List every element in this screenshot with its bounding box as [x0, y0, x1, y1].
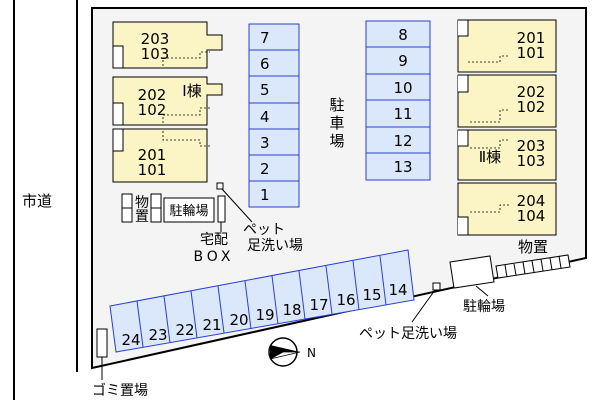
parking-space-5: 5	[260, 81, 270, 99]
b1-unit-3-top: 201	[138, 146, 167, 164]
svg-text:車: 車	[329, 114, 344, 132]
parking-space-6: 6	[260, 55, 270, 73]
parking-space-10: 10	[393, 79, 412, 97]
road-label: 市道	[22, 192, 53, 210]
parking-row-bottom: 24 23 22 21 20 19 18 17 16 15 14	[109, 249, 415, 353]
building-2-unit-1: 201 101	[457, 19, 557, 73]
parking-space-1: 1	[260, 186, 270, 204]
svg-text:宅配: 宅配	[200, 232, 228, 248]
b2-unit-2-top: 202	[517, 83, 546, 101]
building-2-unit-4: 204 104	[457, 182, 557, 236]
parking-space-15: 15	[362, 286, 381, 304]
parking-space-19: 19	[255, 306, 274, 324]
b1-unit-1-top: 203	[141, 30, 170, 48]
svg-text:場: 場	[329, 132, 344, 150]
building-1-unit-2: 202 102 Ⅰ棟	[112, 76, 223, 126]
storage-left: 物 置	[121, 193, 162, 225]
b2-unit-4-top: 204	[517, 192, 546, 210]
b1-unit-2-bottom: 102	[138, 101, 167, 119]
parking-space-18: 18	[282, 301, 301, 319]
building-2-unit-3: Ⅱ棟 203 103	[457, 129, 557, 181]
compass-label: N	[307, 346, 316, 360]
pet-wash-top: ペット 足洗い場	[216, 182, 303, 254]
pet-wash-bottom: ペット足洗い場	[359, 282, 457, 342]
parking-space-16: 16	[336, 291, 355, 309]
svg-text:足洗い場: 足洗い場	[247, 238, 303, 254]
b2-unit-1-bottom: 101	[517, 44, 546, 62]
parking-column-2: 8 9 10 11 12 13	[365, 20, 431, 181]
parking-space-7: 7	[260, 29, 270, 47]
svg-text:駐輪場: 駐輪場	[463, 298, 505, 315]
b1-unit-2-top: 202	[138, 86, 167, 104]
svg-text:物: 物	[135, 195, 149, 211]
svg-text:置: 置	[135, 209, 149, 225]
storage-right: 物置	[495, 238, 571, 279]
parking-space-12: 12	[393, 132, 412, 150]
parking-space-2: 2	[260, 160, 270, 178]
building-2: 201 101 202 102 Ⅱ棟 203 103 204 104	[457, 19, 557, 236]
svg-text:ペット足洗い場: ペット足洗い場	[359, 326, 457, 342]
parking-space-17: 17	[309, 296, 328, 314]
b2-unit-3-bottom: 103	[517, 152, 546, 170]
b2-unit-2-bottom: 102	[517, 98, 546, 116]
svg-text:物置: 物置	[518, 238, 548, 256]
parking-space-24: 24	[121, 331, 140, 349]
building-1-unit-3: 201 101	[112, 128, 210, 183]
delivery-box: 宅配 BOX	[193, 195, 234, 265]
b2-unit-4-bottom: 104	[517, 207, 546, 225]
building-1-label: Ⅰ棟	[182, 82, 201, 100]
parking-space-3: 3	[260, 134, 270, 152]
b2-unit-1-top: 201	[517, 29, 546, 47]
parking-space-23: 23	[148, 326, 167, 344]
b1-unit-3-bottom: 101	[138, 161, 167, 179]
parking-column-1: 7 6 5 4 3 2 1	[248, 23, 300, 208]
bike-parking-left: 駐輪場	[163, 197, 215, 223]
building-2-label: Ⅱ棟	[479, 148, 501, 166]
parking-space-21: 21	[202, 316, 221, 334]
bike-parking-right: 駐輪場	[449, 255, 505, 315]
svg-text:駐: 駐	[329, 96, 344, 114]
svg-text:ペット: ペット	[243, 222, 285, 238]
parking-space-8: 8	[398, 26, 408, 44]
garbage-area: ゴミ置場	[92, 328, 148, 399]
b2-unit-3-top: 203	[517, 137, 546, 155]
svg-text:BOX: BOX	[193, 249, 234, 265]
parking-space-20: 20	[229, 311, 248, 329]
b1-unit-1-bottom: 103	[141, 45, 170, 63]
parking-space-14: 14	[388, 281, 407, 299]
parking-space-22: 22	[175, 321, 194, 339]
parking-label: 駐 車 場	[329, 96, 344, 150]
parking-space-4: 4	[260, 108, 270, 126]
parking-space-9: 9	[398, 52, 408, 70]
svg-text:ゴミ置場: ゴミ置場	[92, 382, 148, 399]
building-1-unit-1: 203 103	[112, 21, 223, 69]
parking-space-11: 11	[393, 105, 412, 123]
compass-icon: N	[268, 337, 316, 367]
building-1: 203 103 202 102 Ⅰ棟 201 101	[112, 21, 223, 183]
svg-text:駐輪場: 駐輪場	[169, 203, 208, 219]
parking-space-13: 13	[393, 158, 412, 176]
building-2-unit-2: 202 102	[457, 74, 557, 128]
